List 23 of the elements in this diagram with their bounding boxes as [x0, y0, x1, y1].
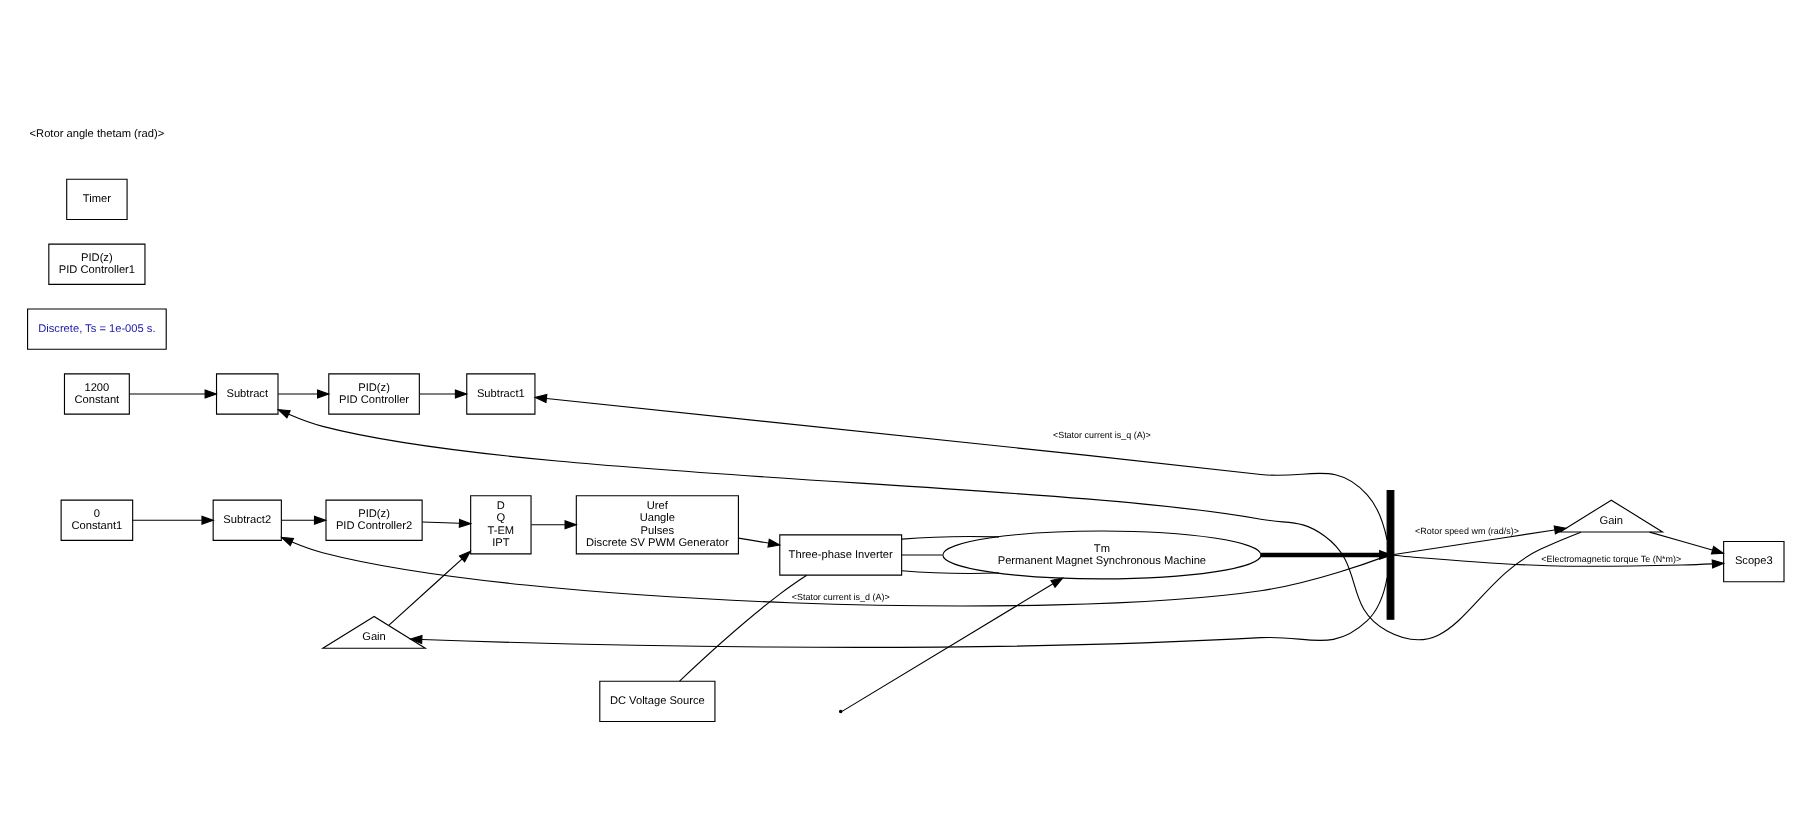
arrow: [277, 389, 331, 399]
arrow: [530, 520, 578, 530]
arrow: [408, 577, 1388, 648]
arrow: [737, 537, 782, 548]
node-bar: [1386, 490, 1395, 620]
connector: [901, 570, 1000, 574]
arrow: [280, 515, 328, 525]
arrow: [128, 389, 218, 399]
connector: [901, 535, 1000, 540]
arrow: [418, 389, 469, 399]
arrow: [1393, 554, 1726, 569]
arrow: [533, 393, 1388, 541]
arrow: [132, 515, 215, 525]
arrow: [421, 518, 473, 528]
arrow: [1393, 525, 1568, 556]
arrow: [276, 408, 1582, 641]
arrow: [280, 536, 1388, 607]
arrow: [841, 577, 1064, 712]
arrow: [388, 550, 472, 626]
arrow: [1649, 531, 1725, 555]
arrow: [1260, 549, 1394, 561]
connector: [679, 574, 808, 682]
connector: [901, 554, 944, 556]
